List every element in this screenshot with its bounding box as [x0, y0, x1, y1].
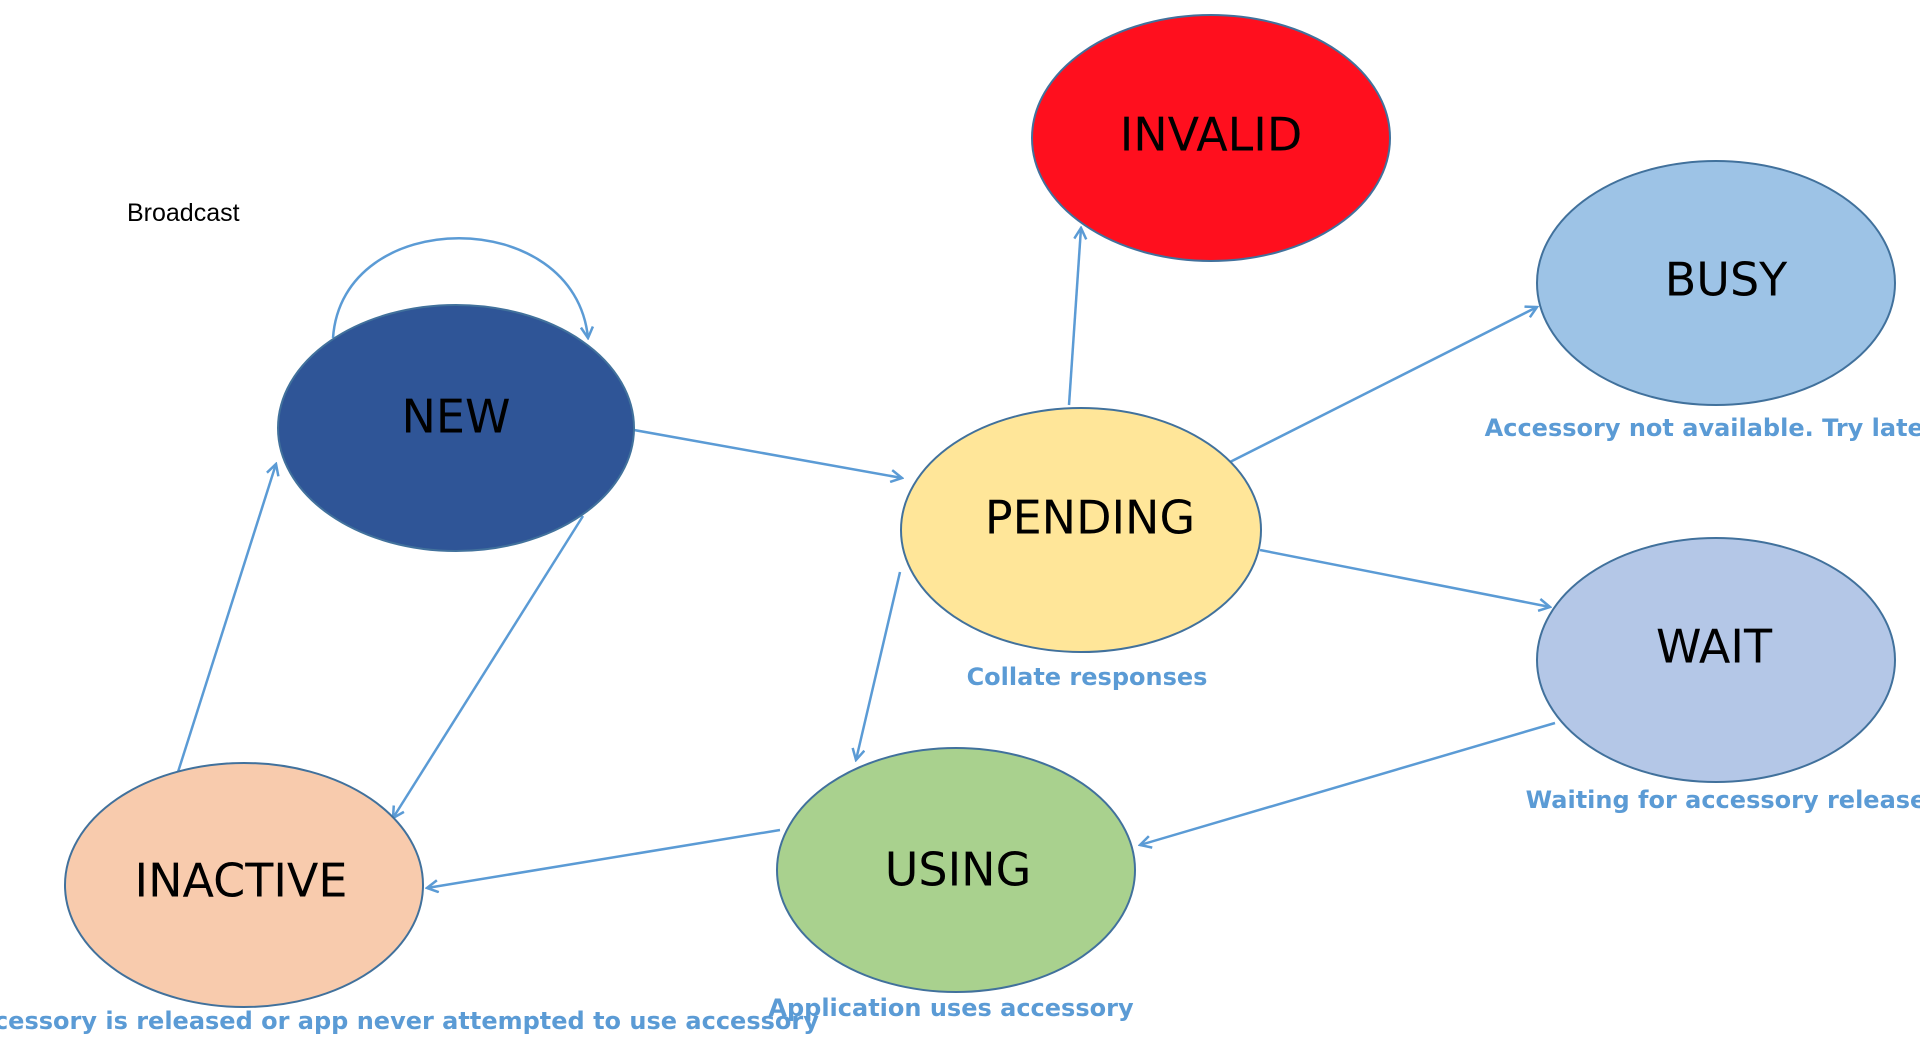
state-notes: Accessory not available. Try later. Coll…	[0, 414, 1920, 1035]
transition-pending-to-busy	[1229, 307, 1537, 464]
state-busy: BUSY	[1536, 160, 1896, 406]
state-wait: WAIT	[1536, 537, 1896, 783]
state-using-shape	[776, 747, 1136, 993]
state-inactive-label: INACTIVE	[135, 854, 348, 908]
state-pending: PENDING	[900, 407, 1262, 653]
transition-using-to-inactive	[427, 828, 781, 888]
using-note: Application uses accessory	[768, 994, 1134, 1022]
state-wait-shape	[1536, 537, 1896, 783]
busy-note: Accessory not available. Try later.	[1485, 414, 1920, 442]
state-pending-label: PENDING	[985, 491, 1195, 545]
state-wait-label: WAIT	[1656, 620, 1773, 674]
state-using-label: USING	[885, 843, 1032, 897]
pending-note: Collate responses	[967, 663, 1208, 691]
state-invalid: INVALID	[1031, 14, 1391, 262]
state-new-shape	[277, 304, 635, 552]
state-inactive: INACTIVE	[64, 762, 424, 1008]
broadcast-label: Broadcast	[127, 199, 240, 227]
wait-note: Waiting for accessory release	[1526, 786, 1920, 814]
state-busy-label: BUSY	[1665, 253, 1788, 307]
state-new: NEW	[277, 304, 635, 552]
state-new-label: NEW	[402, 390, 511, 444]
transition-pending-to-wait	[1259, 548, 1550, 607]
transition-new-self	[331, 237, 588, 338]
transition-wait-to-using	[1140, 721, 1556, 845]
state-invalid-shape	[1031, 14, 1391, 262]
transition-new-to-inactive	[393, 515, 585, 818]
transition-inactive-to-new	[176, 464, 276, 773]
inactive-note: Accessory is released or app never attem…	[0, 1007, 819, 1035]
transition-pending-to-using	[856, 571, 902, 760]
state-pending-shape	[900, 407, 1262, 653]
state-inactive-shape	[64, 762, 424, 1008]
state-invalid-label: INVALID	[1120, 108, 1303, 162]
state-using: USING	[776, 747, 1136, 993]
transitions	[176, 228, 1556, 888]
transition-pending-to-invalid	[1067, 228, 1081, 406]
state-busy-shape	[1536, 160, 1896, 406]
transition-new-to-pending	[633, 428, 902, 478]
